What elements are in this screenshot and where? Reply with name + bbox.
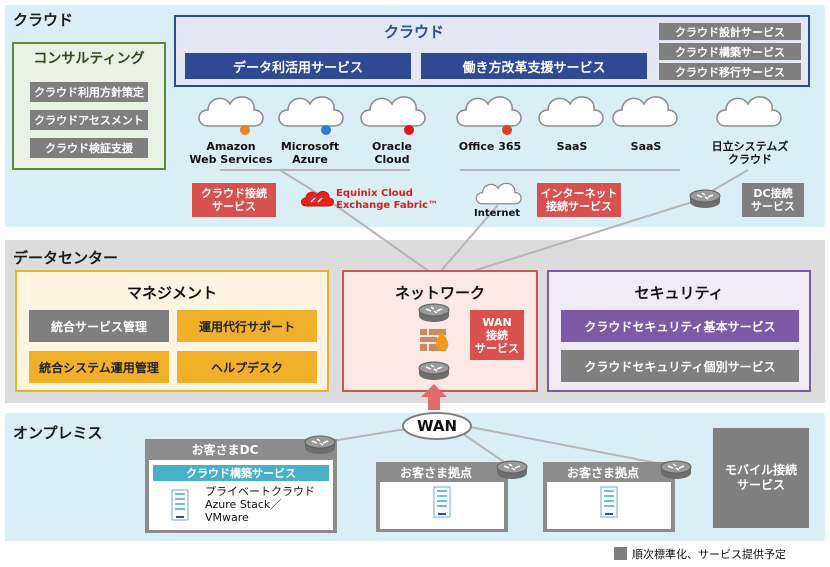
wan-label: WAN [416,417,458,435]
customer-site-2-server-icon [600,486,618,518]
wan-cloud-icon [402,412,472,440]
provider-label-oracle: Oracle Cloud [372,140,412,166]
consulting-title: コンサルティング [33,51,145,67]
security-panel: セキュリティ クラウドセキュリティ基本サービス クラウドセキュリティ個別サービス [547,270,811,392]
aws-dot [240,125,250,135]
work-reform-service: 働き方改革支援サービス [421,53,647,79]
mobile-connect-service: モバイル接続 サービス [713,428,809,528]
onprem-section-title: オンプレミス [13,424,103,442]
firewall-icon [420,329,449,351]
integrated-system-operation: 統合システム運用管理 [29,351,169,383]
provider-label-azure: Microsoft Azure [280,140,340,166]
internet-connect-service: インターネット 接続サービス [537,183,621,217]
internet-cloud-icon [475,182,522,205]
consulting-panel: コンサルティング クラウド利用方針策定 クラウドアセスメント クラウド検証支援 [12,42,166,170]
wan-connect-service: WAN 接続 サービス [470,310,524,360]
network-router-bottom-icon [418,361,450,381]
customer-site-2-router-icon [660,460,692,480]
cloud-build-service: クラウド構築サービス [659,43,801,60]
internet-label: Internet [473,208,520,219]
customer-site-1-router-icon [496,460,528,480]
azure-dot [321,125,331,135]
legend-text: 順次標準化、サービス提供予定 [632,548,786,561]
provider-label-hitachi: 日立システムズ クラウド [711,140,789,166]
integrated-service-mgmt: 統合サービス管理 [29,310,169,342]
management-title: マネジメント [126,284,217,302]
equinix-cloud-icon [301,190,334,207]
cloud-security-basic: クラウドセキュリティ基本サービス [561,310,799,342]
network-title: ネットワーク [394,284,485,302]
wan-up-arrow-icon [421,384,447,410]
cloud-services-title: クラウド [383,23,444,41]
datacenter-section-title: データセンター [13,249,119,267]
customer-site-1-title: お客さま拠点 [399,466,472,480]
customer-site-1-server-icon [433,486,451,518]
cloud-section-title: クラウド [13,11,74,29]
customer-dc-server-icon [171,489,189,521]
private-cloud-label: プライベートクラウド Azure Stack／ VMware [205,485,315,524]
equinix-label: Equinix Cloud Exchange Fabric™ [336,188,439,211]
consulting-item-verification: クラウド検証支援 [30,138,148,158]
dc-connect-router-icon [689,189,721,209]
provider-label-aws: Amazon Web Services [189,140,273,166]
consulting-item-assessment: クラウドアセスメント [30,110,148,130]
legend-swatch [614,547,627,560]
help-desk: ヘルプデスク [177,351,317,383]
customer-dc-title: お客さまDC [191,443,259,457]
data-utilization-service: データ利活用サービス [185,53,411,79]
provider-label-saas2: SaaS [630,140,662,153]
provider-label-office365: Office 365 [458,140,522,153]
network-router-top-icon [418,303,450,323]
office365-dot [502,125,512,135]
consulting-item-policy: クラウド利用方針策定 [30,82,148,102]
customer-dc-router-icon [304,435,336,455]
cloud-services-panel: クラウド データ利活用サービス 働き方改革支援サービス クラウド設計サービス ク… [174,15,810,87]
operation-support: 運用代行サポート [177,310,317,342]
customer-site-2-title: お客さま拠点 [566,466,639,480]
management-panel: マネジメント 統合サービス管理 運用代行サポート 統合システム運用管理 ヘルプデ… [15,270,329,392]
cloud-migration-service: クラウド移行サービス [659,63,801,80]
oracle-dot [404,125,414,135]
cloud-security-individual: クラウドセキュリティ個別サービス [561,350,799,382]
customer-dc-build-service: クラウド構築サービス [153,465,329,481]
security-title: セキュリティ [634,284,724,302]
dc-connect-service: DC接続 サービス [742,183,804,217]
cloud-design-service: クラウド設計サービス [659,23,801,40]
provider-label-saas1: SaaS [556,140,588,153]
cloud-connect-service: クラウド接続 サービス [192,183,276,217]
